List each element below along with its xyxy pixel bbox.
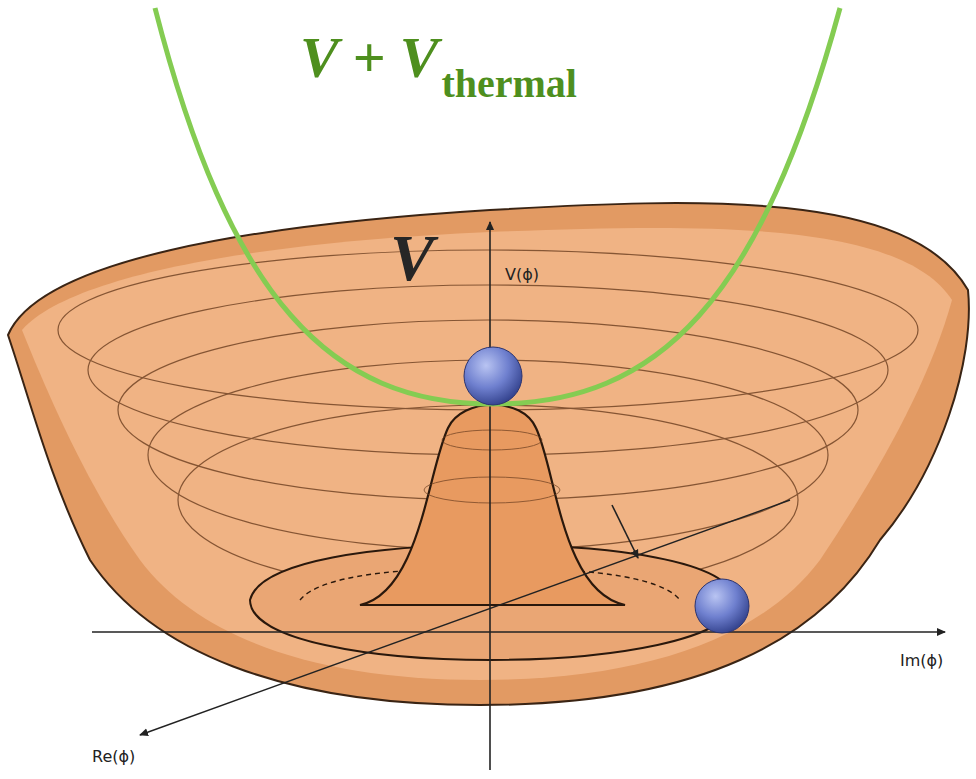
potential-label: V [390, 222, 434, 295]
axis-label: Re(ϕ) [92, 748, 135, 766]
axis-label: Im(ϕ) [900, 652, 943, 670]
axis-label: V(ϕ) [505, 266, 539, 284]
subscript-label: thermal [441, 62, 577, 106]
potential-sum-label: V + V [300, 26, 438, 90]
